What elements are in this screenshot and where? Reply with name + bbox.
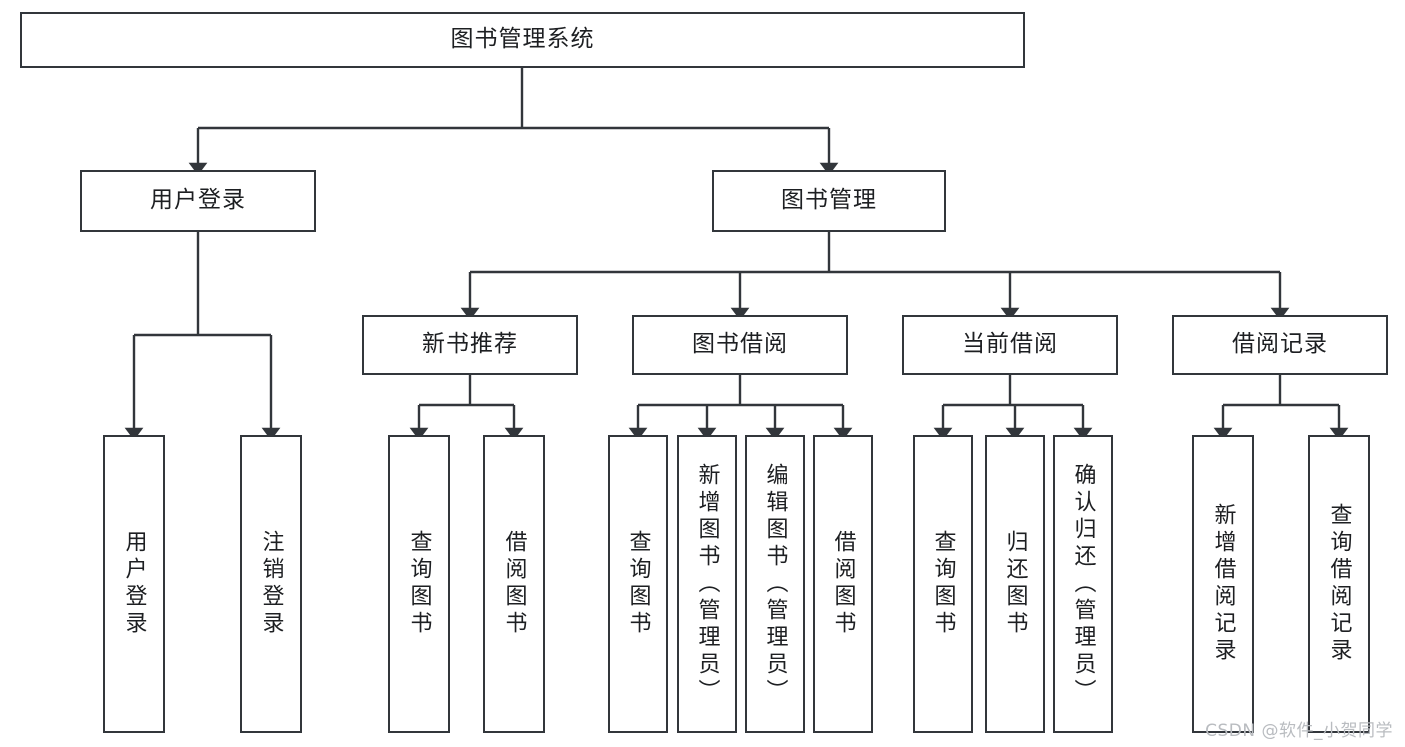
node-label: 查询借阅记录 bbox=[1326, 503, 1352, 665]
node-label: 查询图书 bbox=[406, 530, 432, 638]
node-label: 图书管理系统 bbox=[450, 26, 595, 53]
node-new-book-rec[interactable]: 新书推荐 bbox=[362, 315, 578, 375]
node-leaf-bb-query[interactable]: 查询图书 bbox=[608, 435, 668, 733]
node-borrow-record[interactable]: 借阅记录 bbox=[1172, 315, 1388, 375]
node-leaf-bb-edit[interactable]: 编辑图书（管理员） bbox=[745, 435, 805, 733]
node-label: 新增借阅记录 bbox=[1210, 503, 1236, 665]
watermark-text: CSDN @软件_小贺同学 bbox=[1205, 721, 1393, 741]
node-label: 图书管理 bbox=[781, 187, 877, 214]
node-leaf-user-login[interactable]: 用户登录 bbox=[103, 435, 165, 733]
node-leaf-rec-borrow[interactable]: 借阅图书 bbox=[483, 435, 545, 733]
node-label: 用户登录 bbox=[150, 187, 246, 214]
node-label: 查询图书 bbox=[930, 530, 956, 638]
node-book-manage[interactable]: 图书管理 bbox=[712, 170, 946, 232]
node-leaf-rec-query[interactable]: 查询图书 bbox=[388, 435, 450, 733]
node-user-login[interactable]: 用户登录 bbox=[80, 170, 316, 232]
node-leaf-user-logout[interactable]: 注销登录 bbox=[240, 435, 302, 733]
node-label: 注销登录 bbox=[258, 530, 284, 638]
node-label: 用户登录 bbox=[121, 530, 147, 638]
node-leaf-bb-borrow[interactable]: 借阅图书 bbox=[813, 435, 873, 733]
node-label: 借阅记录 bbox=[1232, 331, 1328, 358]
node-label: 借阅图书 bbox=[830, 530, 856, 638]
connector-edges bbox=[124, 68, 1349, 441]
node-leaf-cb-query[interactable]: 查询图书 bbox=[913, 435, 973, 733]
node-label: 归还图书 bbox=[1002, 530, 1028, 638]
node-current-borrow[interactable]: 当前借阅 bbox=[902, 315, 1118, 375]
node-leaf-bb-add[interactable]: 新增图书（管理员） bbox=[677, 435, 737, 733]
node-label: 查询图书 bbox=[625, 530, 651, 638]
node-label: 新书推荐 bbox=[422, 331, 518, 358]
node-leaf-cb-confirm[interactable]: 确认归还（管理员） bbox=[1053, 435, 1113, 733]
node-leaf-br-query[interactable]: 查询借阅记录 bbox=[1308, 435, 1370, 733]
node-label: 图书借阅 bbox=[692, 331, 788, 358]
node-leaf-br-add[interactable]: 新增借阅记录 bbox=[1192, 435, 1254, 733]
node-label: 当前借阅 bbox=[962, 331, 1058, 358]
node-book-borrow[interactable]: 图书借阅 bbox=[632, 315, 848, 375]
node-leaf-cb-return[interactable]: 归还图书 bbox=[985, 435, 1045, 733]
node-label: 编辑图书（管理员） bbox=[762, 462, 788, 706]
node-root[interactable]: 图书管理系统 bbox=[20, 12, 1025, 68]
node-label: 确认归还（管理员） bbox=[1070, 462, 1096, 706]
node-label: 新增图书（管理员） bbox=[694, 462, 720, 706]
node-label: 借阅图书 bbox=[501, 530, 527, 638]
